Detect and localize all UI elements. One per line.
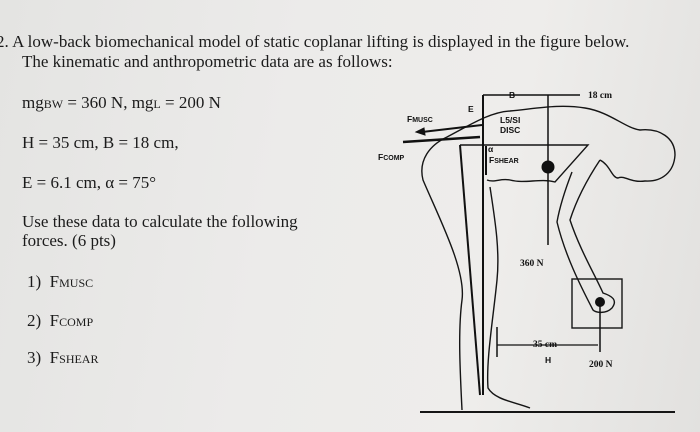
f-musc-arrowhead-icon (414, 127, 426, 136)
angle-line: E = 6.1 cm, α = 75° (22, 173, 157, 192)
load-label: 200 N (589, 360, 613, 370)
load-box (571, 278, 623, 329)
f-shear-label: FSHEAR (489, 155, 519, 165)
disc-label-1: L5/SI (500, 115, 520, 125)
load-center-of-mass-icon (595, 297, 605, 307)
body-weight-label: 360 N (520, 259, 544, 269)
f-comp-label: FCOMP (378, 152, 405, 162)
f-musc-arrow (421, 124, 483, 133)
h-value-label: 35 cm (533, 340, 557, 350)
f-musc-label: FMUSC (407, 114, 433, 124)
body-center-of-mass-icon (541, 160, 555, 174)
h-label: H (545, 355, 551, 365)
problem-line-2: The kinematic and anthropometric data ar… (22, 52, 393, 71)
b-value-label: 18 cm (588, 91, 612, 101)
arm-outline (556, 159, 616, 314)
leg-outline-front (486, 186, 531, 409)
question-item-3: 3) FSHEAR (27, 348, 99, 367)
pelvis-outline (460, 144, 590, 183)
leg-line (459, 144, 481, 396)
alpha-label: α (488, 144, 494, 154)
disc-label-2: DISC (500, 125, 520, 135)
question-item-2: 2) FCOMP (27, 311, 94, 330)
dimensions-line: H = 35 cm, B = 18 cm, (22, 133, 179, 152)
question-item-1: 1) FMUSC (27, 272, 94, 291)
f-comp-arrow (402, 135, 481, 144)
weights-line: mgBW = 360 N, mgL = 200 N (22, 93, 221, 112)
problem-line-1: 2. A low-back biomechanical model of sta… (0, 32, 630, 51)
instructions-line-2: forces. (6 pts) (22, 231, 116, 250)
instructions-line-1: Use these data to calculate the followin… (22, 212, 298, 231)
e-label: E (468, 104, 474, 114)
b-label: B (509, 90, 515, 100)
body-outline-back (421, 105, 676, 411)
